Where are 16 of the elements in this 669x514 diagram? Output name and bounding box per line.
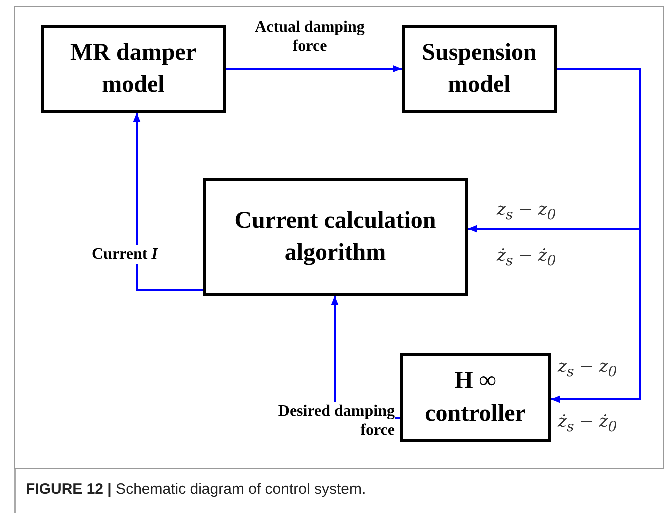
block-box xyxy=(400,353,551,442)
signal-label: ż$_{s}$ − ż$_{0}$ xyxy=(558,412,618,436)
block-box xyxy=(402,25,557,113)
block-label: Current calculation algorithm xyxy=(234,206,438,268)
block-box xyxy=(41,25,226,113)
arrow xyxy=(226,65,402,73)
arrow xyxy=(133,113,203,291)
signal-label: z$_{s}$ − z$_{0}$ xyxy=(558,357,618,380)
signal-label: ż$_{s}$ − ż$_{0}$ xyxy=(497,246,556,270)
block-label: MR damper model xyxy=(70,38,198,100)
block-label: H ∞ controller xyxy=(424,367,527,428)
caption: FIGURE 12 | Schematic diagram of control system. xyxy=(26,481,366,498)
block-box xyxy=(203,178,468,296)
arrow xyxy=(551,68,641,404)
signal-label: z$_{s}$ − z$_{0}$ xyxy=(497,200,556,224)
block-label: Suspension model xyxy=(421,38,538,100)
